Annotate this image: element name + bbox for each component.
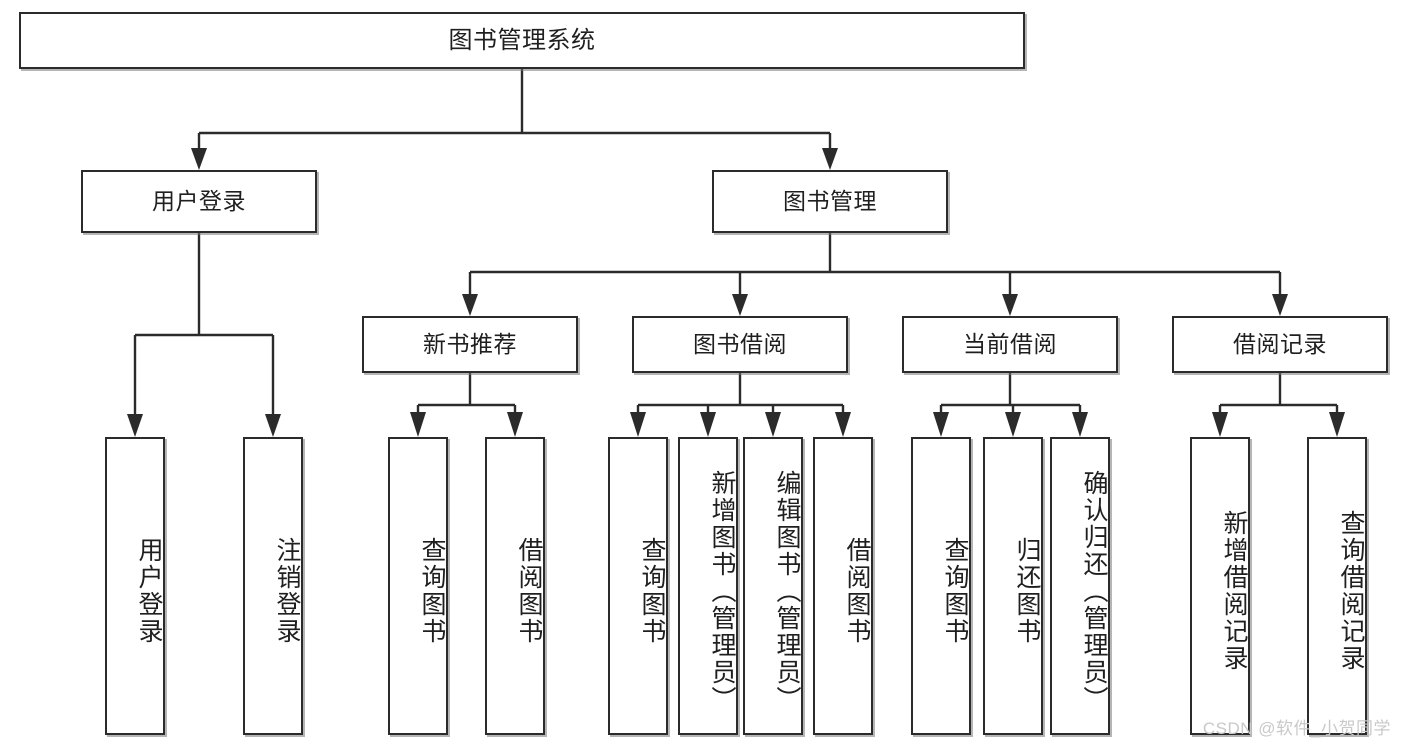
leaf-node-label: 借阅图书 [515,537,543,645]
node-borrow-record[interactable]: 借阅记录 [1172,316,1388,373]
node-new-book-recommend[interactable]: 新书推荐 [362,316,578,373]
csdn-watermark: CSDN @软件_小贺同学 [1202,719,1391,738]
leaf-node-label: 注销登录 [273,537,301,645]
leaf-node[interactable]: 查询图书 [608,437,668,735]
connector-newbook-to-leaves [410,373,523,437]
node-current-borrow-label: 当前借阅 [963,331,1057,357]
leaf-node-label: 归还图书 [1013,537,1041,645]
leaf-node-label: 确认归还（管理员） [1080,469,1108,713]
leaf-node[interactable]: 归还图书 [983,437,1043,735]
node-new-book-recommend-label: 新书推荐 [423,331,517,357]
connector-userlogin-to-leaves [127,233,281,437]
leaf-node-label: 查询借阅记录 [1337,510,1365,672]
leaf-node[interactable]: 注销登录 [243,437,303,735]
leaf-node[interactable]: 查询借阅记录 [1307,437,1367,735]
leaf-node[interactable]: 借阅图书 [485,437,545,735]
leaf-node[interactable]: 编辑图书（管理员） [743,437,803,735]
node-user-login-label: 用户登录 [152,188,246,214]
leaf-node[interactable]: 新增借阅记录 [1190,437,1250,735]
leaf-node-label: 用户登录 [135,537,163,645]
connector-bookmanage-to-level3 [462,233,1288,316]
node-book-borrow[interactable]: 图书借阅 [632,316,848,373]
node-book-borrow-label: 图书借阅 [693,331,787,357]
leaf-node[interactable]: 确认归还（管理员） [1050,437,1110,735]
connector-bookborrow-to-leaves [630,373,851,437]
node-root-label: 图书管理系统 [448,26,596,54]
leaf-node-label: 编辑图书（管理员） [773,469,801,713]
node-borrow-record-label: 借阅记录 [1233,331,1327,357]
leaf-node[interactable]: 查询图书 [911,437,971,735]
connector-currentborrow-to-leaves [933,373,1088,437]
node-root-system[interactable]: 图书管理系统 [19,12,1025,69]
leaf-node[interactable]: 借阅图书 [813,437,873,735]
connector-borrowrecord-to-leaves [1212,373,1345,437]
node-book-manage-label: 图书管理 [783,188,877,214]
node-book-manage[interactable]: 图书管理 [712,170,948,233]
leaf-node-label: 查询图书 [638,537,666,645]
leaf-node-label: 查询图书 [941,537,969,645]
leaf-node-label: 借阅图书 [843,537,871,645]
leaf-node-label: 新增图书（管理员） [708,469,736,713]
node-current-borrow[interactable]: 当前借阅 [902,316,1118,373]
leaf-node-label: 查询图书 [418,537,446,645]
connector-root-to-level2 [191,69,838,170]
node-user-login[interactable]: 用户登录 [81,170,317,233]
leaf-node-label: 新增借阅记录 [1220,510,1248,672]
leaf-node[interactable]: 用户登录 [105,437,165,735]
leaf-node[interactable]: 查询图书 [388,437,448,735]
leaf-node[interactable]: 新增图书（管理员） [678,437,738,735]
